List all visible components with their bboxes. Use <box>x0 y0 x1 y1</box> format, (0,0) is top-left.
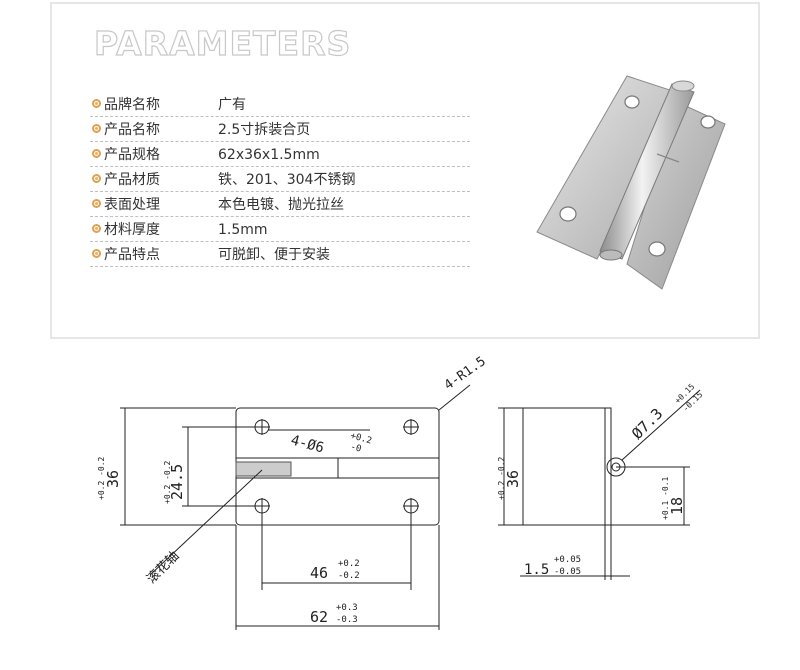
param-row: 产品材质 铁、201、304不锈钢 <box>90 169 470 192</box>
knurl-label: 滚花轴 <box>144 548 183 587</box>
param-value: 本色电镀、抛光拉丝 <box>218 197 344 213</box>
corner-radius-label: 4-R1.5 <box>442 354 489 393</box>
param-label: 表面处理 <box>104 197 160 213</box>
inner-tol: +0.2 -0.2 <box>163 460 172 504</box>
param-label: 产品材质 <box>104 172 160 188</box>
spacing-tol-up: +0.2 <box>338 559 360 569</box>
thick-tol-up: +0.05 <box>554 555 581 565</box>
param-row: 产品名称 2.5寸拆装合页 <box>90 119 470 142</box>
param-row: 品牌名称 广有 <box>90 94 470 117</box>
section-title: PARAMETERS <box>93 23 352 63</box>
param-row: 表面处理 本色电镀、抛光拉丝 <box>90 194 470 217</box>
bullet-icon <box>92 199 101 208</box>
width-tol-up: +0.3 <box>336 603 358 613</box>
bullet-icon <box>92 174 101 183</box>
bullet-icon <box>92 224 101 233</box>
hole-spacing-label: 46 <box>310 564 328 582</box>
height-inner-label: 24.5 <box>168 464 186 500</box>
thickness-label: 1.5 <box>524 562 549 578</box>
param-value: 1.5mm <box>218 222 268 238</box>
pin-height-tol: +0.1 -0.1 <box>661 476 670 520</box>
param-value: 2.5寸拆装合页 <box>218 122 311 138</box>
bullet-icon <box>92 124 101 133</box>
width-tol-down: -0.3 <box>336 615 358 625</box>
param-value: 62x36x1.5mm <box>218 147 320 163</box>
param-label: 产品规格 <box>104 147 160 163</box>
param-value: 广有 <box>218 97 246 113</box>
technical-drawing: 4-R1.5 4-Ø6 +0.2 -0 36 +0.2 -0.2 24.5 +0… <box>97 354 705 630</box>
param-label: 品牌名称 <box>104 97 160 113</box>
height-tol: +0.2 -0.2 <box>97 456 106 500</box>
param-row: 产品规格 62x36x1.5mm <box>90 144 470 167</box>
param-row: 材料厚度 1.5mm <box>90 219 470 242</box>
width-total-label: 62 <box>310 608 328 626</box>
bullet-icon <box>92 249 101 258</box>
param-label: 产品特点 <box>104 247 160 263</box>
parameters-panel: PARAMETERS 品牌名称 广有 产品名称 2.5寸拆装合页 产品规格 62… <box>50 2 760 339</box>
param-label: 材料厚度 <box>104 222 160 238</box>
bullet-icon <box>92 99 101 108</box>
spacing-tol-down: -0.2 <box>338 571 360 581</box>
side-height-label: 36 <box>504 470 522 488</box>
bullet-icon <box>92 149 101 158</box>
pin-height-label: 18 <box>668 497 686 515</box>
param-row: 产品特点 可脱卸、便于安装 <box>90 244 470 267</box>
hinge-photo <box>536 75 726 290</box>
param-label: 产品名称 <box>104 122 160 138</box>
hole-diameter-label: 4-Ø6 <box>289 432 326 456</box>
param-value: 可脱卸、便于安装 <box>218 247 330 263</box>
thick-tol-down: -0.05 <box>554 567 581 577</box>
param-value: 铁、201、304不锈钢 <box>218 172 356 188</box>
parameter-list: 品牌名称 广有 产品名称 2.5寸拆装合页 产品规格 62x36x1.5mm 产… <box>90 94 470 267</box>
side-height-tol: +0.2 -0.2 <box>497 456 506 500</box>
hole-tol-down: -0 <box>349 442 362 454</box>
height-total-label: 36 <box>104 470 122 488</box>
